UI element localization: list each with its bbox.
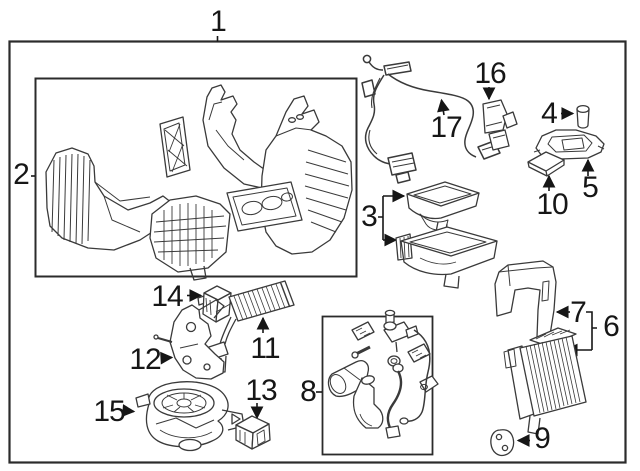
assembly-box-2	[34, 77, 358, 278]
callout-16: 16	[474, 57, 506, 90]
seal-9	[490, 429, 515, 457]
leader-lines	[31, 36, 597, 447]
mounting-bracket-12	[153, 299, 225, 380]
evaporator-core-6	[503, 327, 587, 435]
ac-line-kit-8	[327, 309, 439, 439]
callout-4: 4	[541, 97, 558, 130]
leader-12-arrow	[160, 351, 174, 365]
cover-7	[494, 260, 557, 338]
blower-motor-15	[135, 381, 245, 452]
callout-17: 17	[430, 111, 462, 144]
bracket-housing-5	[533, 129, 605, 160]
leader-17-arrow	[437, 98, 450, 116]
callout-10: 10	[536, 188, 568, 221]
leader-6-bracket	[586, 311, 597, 350]
callout-3: 3	[361, 200, 378, 233]
callout-8: 8	[300, 375, 317, 408]
leader-3-bracket	[378, 196, 384, 240]
callout-2: 2	[13, 158, 30, 191]
leader-15-arrow	[121, 404, 136, 417]
pin-4	[576, 104, 590, 129]
duct-trays-3	[395, 181, 498, 289]
callout-13: 13	[245, 374, 277, 407]
callout-6: 6	[603, 310, 620, 343]
resistor-13	[235, 415, 271, 450]
callout-15: 15	[93, 395, 125, 428]
wiring-harness-17	[361, 54, 501, 184]
hvac-case-assembly-2	[45, 84, 353, 281]
callout-7: 7	[570, 296, 587, 329]
callout-12: 12	[129, 343, 161, 376]
seal-pad-10	[527, 151, 565, 177]
outer-boundary-box-1	[8, 40, 627, 464]
callout-11: 11	[250, 332, 280, 365]
actuator-16	[482, 99, 518, 151]
callout-1: 1	[210, 5, 227, 38]
callout-5: 5	[582, 171, 599, 204]
callout-9: 9	[534, 422, 551, 455]
callout-14: 14	[151, 280, 183, 313]
